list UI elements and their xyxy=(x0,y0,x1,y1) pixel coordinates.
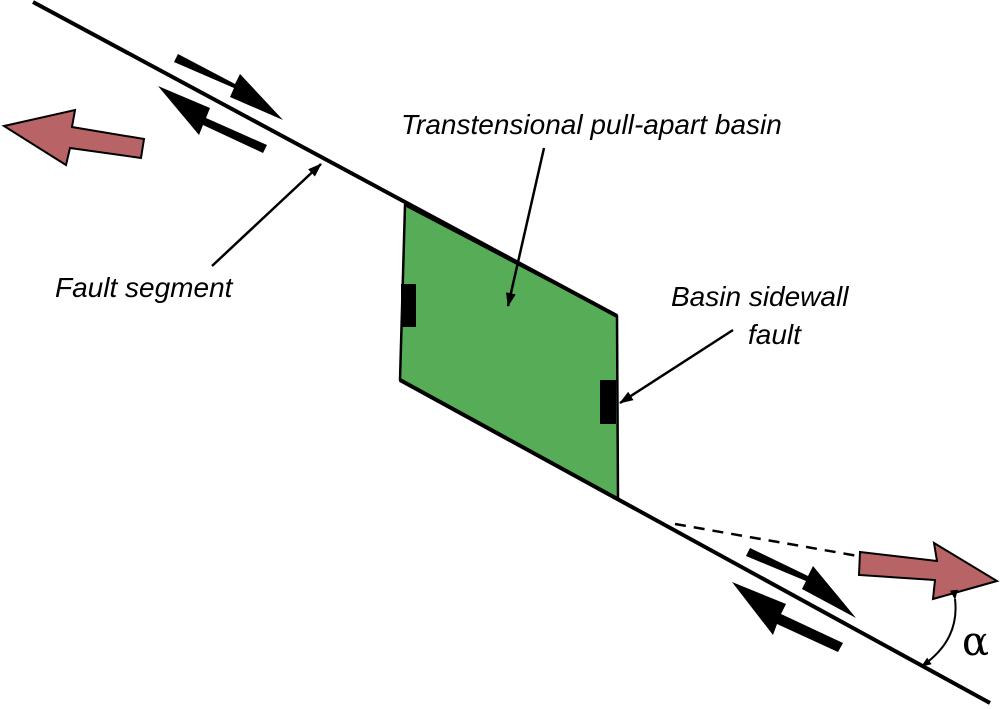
shear-arrow-left-icon xyxy=(732,582,843,652)
fault-segment-label: Fault segment xyxy=(55,272,234,303)
sidewall-leader-arrow xyxy=(619,328,734,405)
basin-label: Transtensional pull-apart basin xyxy=(401,109,782,140)
extension-arrow-left-icon xyxy=(1,108,146,167)
angle-arc xyxy=(921,589,958,667)
upper-shear-arrows xyxy=(158,54,283,153)
shear-arrow-right-icon xyxy=(174,54,283,120)
extension-direction-dashed-line xyxy=(674,522,859,558)
lower-fault-segment xyxy=(399,378,991,705)
extension-arrow-right-icon xyxy=(857,541,1000,601)
sidewall-label-line1: Basin sidewall xyxy=(671,281,849,312)
lower-shear-arrows xyxy=(732,548,856,652)
shear-arrow-left-icon xyxy=(158,86,267,153)
sidewall-fault-right xyxy=(600,380,616,424)
pull-apart-basin xyxy=(398,203,620,502)
angle-alpha-label: α xyxy=(962,619,989,665)
shear-arrow-right-icon xyxy=(746,548,856,618)
sidewall-label-line2: fault xyxy=(748,319,802,350)
basin-leader-arrow xyxy=(506,147,546,307)
upper-fault-segment xyxy=(32,0,618,318)
fault-segment-leader-arrow xyxy=(211,163,322,267)
sidewall-fault-left xyxy=(401,284,416,327)
